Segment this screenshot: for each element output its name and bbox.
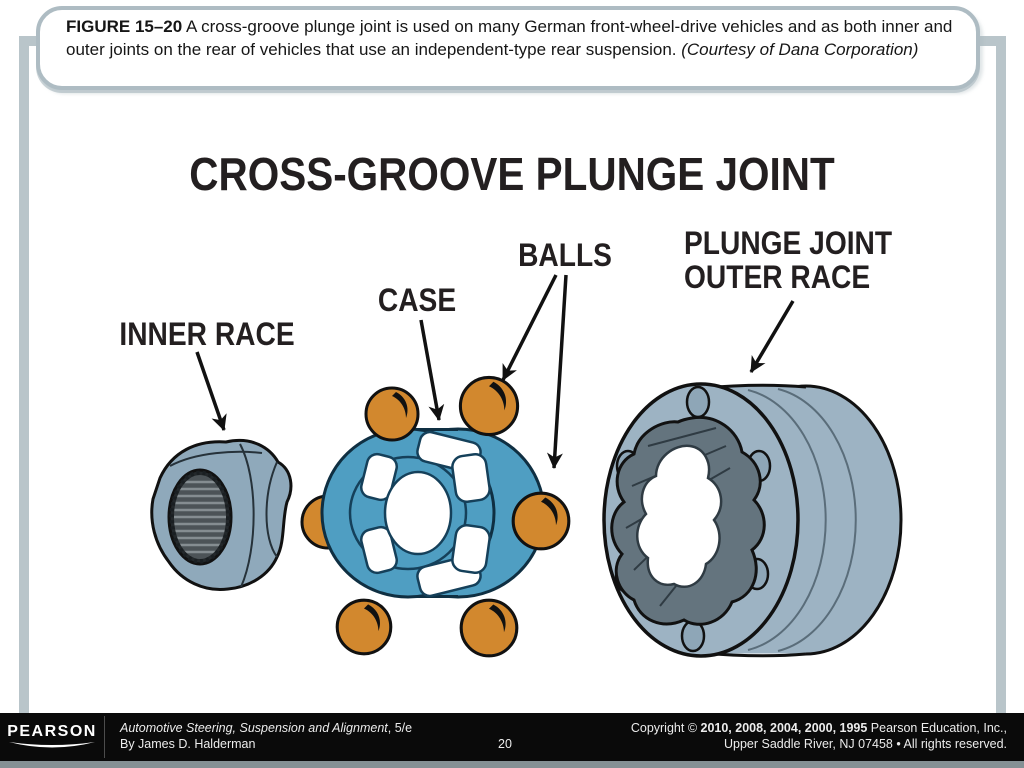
- frame-line-right: [996, 36, 1006, 714]
- leader-arrows: [195, 274, 795, 469]
- footer-bar: PEARSON Automotive Steering, Suspension …: [0, 713, 1024, 761]
- pearson-logo: PEARSON: [0, 713, 104, 761]
- label-case: CASE: [377, 282, 457, 318]
- label-plunge-line1: PLUNGE JOINT: [684, 225, 893, 261]
- inner-race-illustration: [150, 438, 293, 591]
- figure-caption-label: FIGURE 15–20: [66, 17, 183, 36]
- figure-caption: FIGURE 15–20 A cross-groove plunge joint…: [36, 6, 980, 90]
- frame-connector-right: [979, 36, 1006, 46]
- arrow-outer-race: [749, 300, 795, 373]
- footer-book-title: Automotive Steering, Suspension and Alig…: [120, 721, 413, 735]
- figure-caption-courtesy: (Courtesy of Dana Corporation): [681, 39, 919, 59]
- outer-race-illustration: [602, 382, 903, 658]
- pearson-swoosh-icon: [9, 741, 95, 747]
- label-inner-race: INNER RACE: [119, 316, 295, 352]
- page-number: 20: [498, 737, 512, 751]
- label-plunge-joint-outer-race: PLUNGE JOINT OUTER RACE: [684, 226, 892, 294]
- label-plunge-line2: OUTER RACE: [684, 259, 871, 295]
- arrow-inner-race: [195, 351, 227, 431]
- footer-copyright: Copyright © 2010, 2008, 2004, 2000, 1995…: [631, 720, 1007, 752]
- copyright-line2: Upper Saddle River, NJ 07458 • All right…: [724, 737, 1007, 751]
- cage-windows: [359, 430, 491, 598]
- figure-caption-body: A cross-groove plunge joint is used on m…: [66, 17, 953, 59]
- pearson-logo-text: PEARSON: [7, 722, 97, 740]
- frame-line-left: [19, 36, 29, 714]
- arrow-balls-1: [501, 274, 558, 381]
- case-illustration: [320, 427, 546, 599]
- balls-illustration: [335, 375, 571, 658]
- arrow-case: [419, 319, 445, 421]
- diagram-title: CROSS-GROOVE PLUNGE JOINT: [189, 148, 835, 200]
- footer-shadow: [0, 761, 1024, 768]
- frame-connector-left: [19, 36, 45, 46]
- footer-divider: [104, 716, 105, 758]
- copyright-line1: Copyright © 2010, 2008, 2004, 2000, 1995…: [630, 721, 1007, 735]
- arrow-balls-2: [546, 274, 568, 469]
- cage-bore: [383, 470, 453, 556]
- label-balls: BALLS: [518, 237, 612, 273]
- footer-byline: By James D. Halderman: [120, 737, 256, 751]
- footer-book-info: Automotive Steering, Suspension and Alig…: [120, 720, 412, 752]
